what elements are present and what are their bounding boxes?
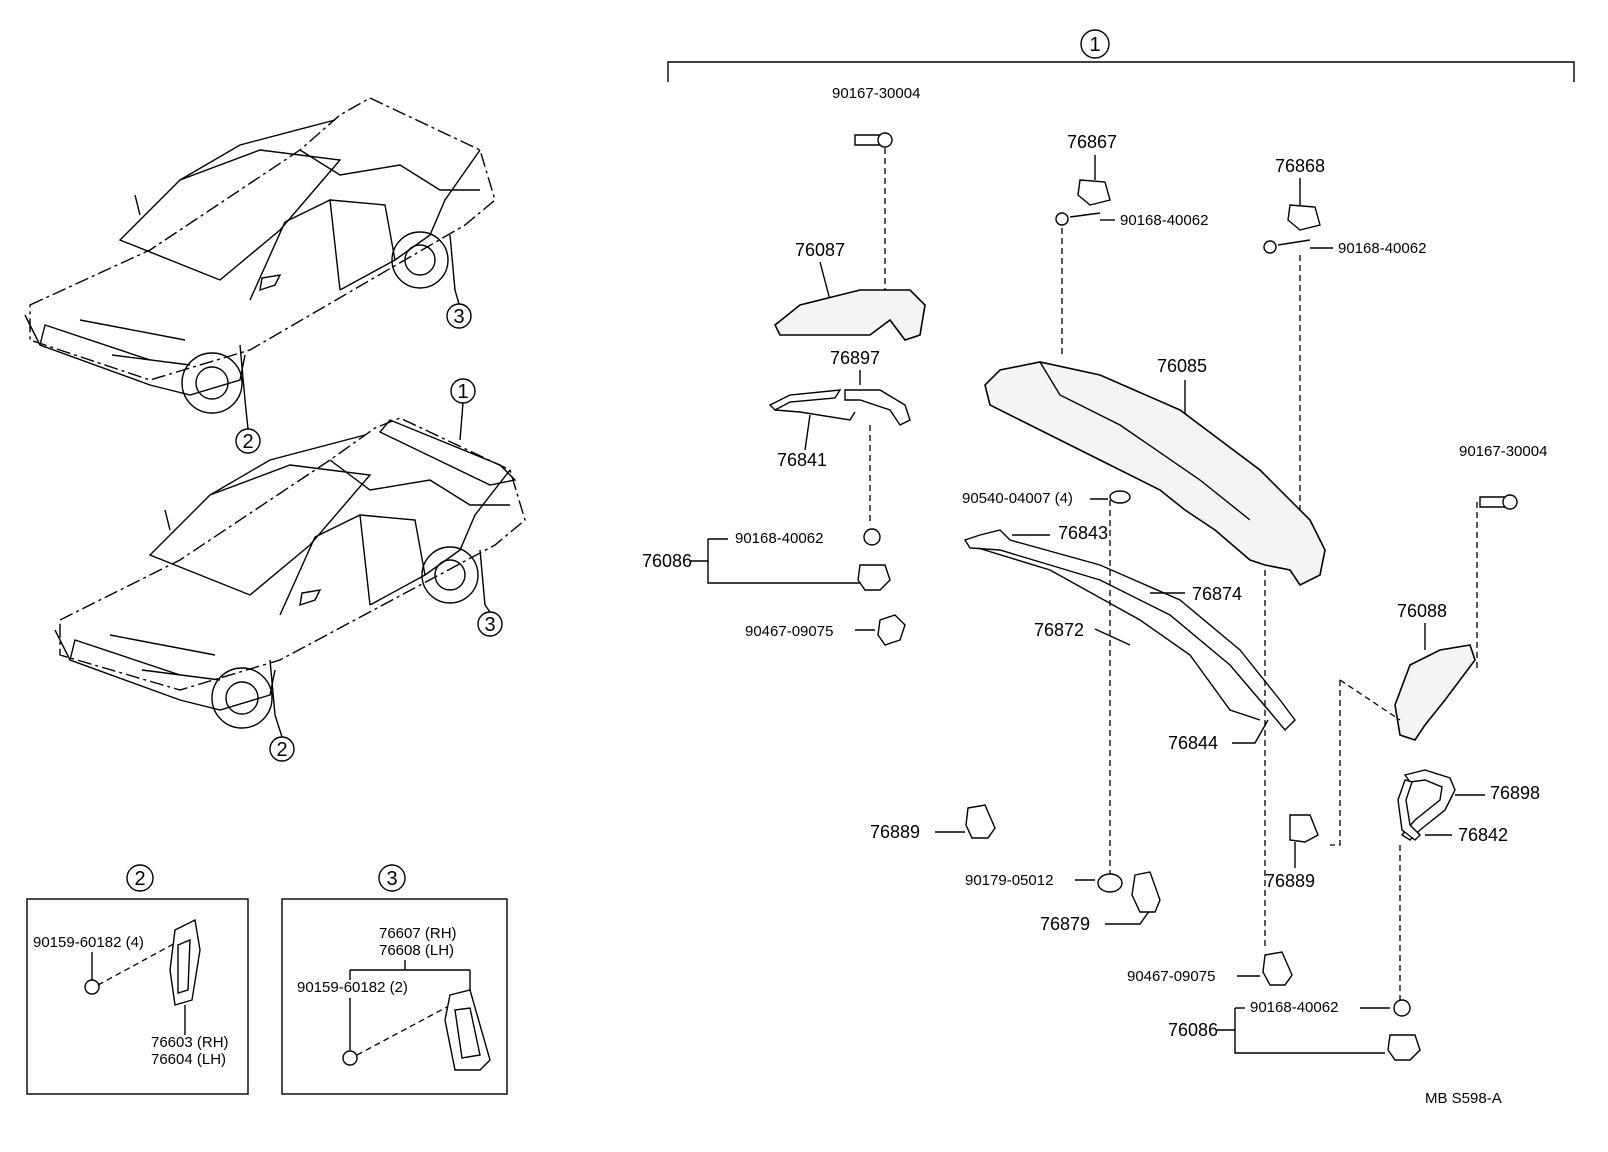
part-76844: 76844 — [1168, 719, 1269, 753]
callout-2-car2: 2 — [269, 736, 295, 762]
detail-box-3: 3 76607 (RH) 76608 (LH) 90159-60182 (2) — [281, 864, 508, 1095]
part-76086-group-right: 90168-40062 76086 — [1168, 999, 1421, 1061]
label-76608-lh: 76608 (LH) — [379, 942, 454, 959]
part-90467-09075-left: 90467-09075 — [745, 614, 906, 646]
svg-text:90179-05012: 90179-05012 — [965, 872, 1053, 889]
svg-text:76844: 76844 — [1168, 733, 1218, 753]
svg-text:76867: 76867 — [1067, 132, 1117, 152]
callout-2-car1: 2 — [235, 428, 261, 454]
part-76087-end-cap-left: 76087 — [773, 240, 926, 341]
part-76868-bracket: 76868 90168-40062 — [1263, 156, 1426, 520]
callout-3-box: 3 — [378, 864, 406, 892]
part-76088-end-cap-right: 76088 — [1330, 601, 1476, 846]
svg-text:90167-30004: 90167-30004 — [1459, 443, 1547, 460]
svg-text:76842: 76842 — [1458, 825, 1508, 845]
drawing-code: MB S598-A — [1425, 1090, 1502, 1107]
svg-text:76872: 76872 — [1034, 620, 1084, 640]
part-76867-bracket: 76867 90168-40062 — [1055, 132, 1208, 355]
assembly-1-bracket: 1 — [667, 29, 1575, 82]
svg-text:2: 2 — [242, 431, 253, 453]
svg-text:90167-30004: 90167-30004 — [832, 85, 920, 102]
part-76843-76874-76872-seals: 76843 76874 76872 — [963, 523, 1296, 732]
svg-text:76086: 76086 — [1168, 1020, 1218, 1040]
svg-text:3: 3 — [484, 614, 495, 636]
label-76604-lh: 76604 (LH) — [151, 1051, 226, 1068]
label-76607-rh: 76607 (RH) — [379, 925, 457, 942]
svg-text:76889: 76889 — [870, 822, 920, 842]
svg-text:1: 1 — [457, 381, 468, 403]
svg-text:90168-40062: 90168-40062 — [1120, 212, 1208, 229]
svg-text:90168-40062: 90168-40062 — [1250, 999, 1338, 1016]
svg-text:76879: 76879 — [1040, 914, 1090, 934]
svg-text:3: 3 — [386, 868, 397, 890]
part-90540-04007: 90540-04007 (4) — [962, 490, 1131, 507]
callout-1-top: 1 — [1080, 29, 1110, 59]
detail-box-2: 2 90159-60182 (4) 76603 (RH) 76604 (LH) — [26, 864, 249, 1095]
part-90167-30004-left: 90167-30004 — [832, 85, 920, 290]
svg-text:76088: 76088 — [1397, 601, 1447, 621]
svg-text:90540-04007 (4): 90540-04007 (4) — [962, 490, 1073, 507]
callout-2-box: 2 — [126, 864, 154, 892]
callout-3-car1: 3 — [446, 303, 472, 329]
part-76086-group-left: 90168-40062 76086 — [642, 528, 891, 591]
callout-1-car2: 1 — [450, 378, 476, 404]
part-76889-left: 76889 — [870, 804, 996, 842]
svg-text:76087: 76087 — [795, 240, 845, 260]
part-76898-76842-seals-right: 76898 76842 — [1397, 769, 1540, 1000]
part-76889-right: 76889 — [1265, 814, 1319, 891]
part-76879: 76879 — [1040, 871, 1161, 934]
svg-text:2: 2 — [276, 739, 287, 761]
svg-text:76889: 76889 — [1265, 871, 1315, 891]
svg-text:90467-09075: 90467-09075 — [1127, 968, 1215, 985]
label-90159-60182-2: 90159-60182 (2) — [297, 979, 408, 996]
svg-text:1: 1 — [1089, 34, 1100, 56]
callout-3-car2: 3 — [477, 611, 503, 637]
part-90467-09075-right: 90467-09075 — [1127, 951, 1293, 986]
svg-text:76898: 76898 — [1490, 783, 1540, 803]
svg-text:76868: 76868 — [1275, 156, 1325, 176]
svg-text:76086: 76086 — [642, 551, 692, 571]
svg-text:76841: 76841 — [777, 450, 827, 470]
part-90179-05012: 90179-05012 — [965, 872, 1123, 893]
part-76085-spoiler: 76085 — [984, 356, 1326, 587]
part-90167-30004-right: 90167-30004 — [1459, 443, 1547, 670]
svg-text:76897: 76897 — [830, 348, 880, 368]
svg-text:90168-40062: 90168-40062 — [1338, 240, 1426, 257]
svg-text:76843: 76843 — [1058, 523, 1108, 543]
svg-text:3: 3 — [453, 306, 464, 328]
svg-text:76874: 76874 — [1192, 584, 1242, 604]
svg-text:76085: 76085 — [1157, 356, 1207, 376]
label-76603-rh: 76603 (RH) — [151, 1034, 229, 1051]
svg-text:90168-40062: 90168-40062 — [735, 530, 823, 547]
svg-text:90467-09075: 90467-09075 — [745, 623, 833, 640]
part-76897-76841-seals-left: 76897 76841 — [768, 348, 911, 525]
car-illustration-top: 2 3 — [24, 97, 496, 454]
label-90159-60182-4: 90159-60182 (4) — [33, 934, 144, 951]
car-illustration-bottom: 1 2 3 — [54, 378, 526, 762]
svg-text:2: 2 — [134, 868, 145, 890]
